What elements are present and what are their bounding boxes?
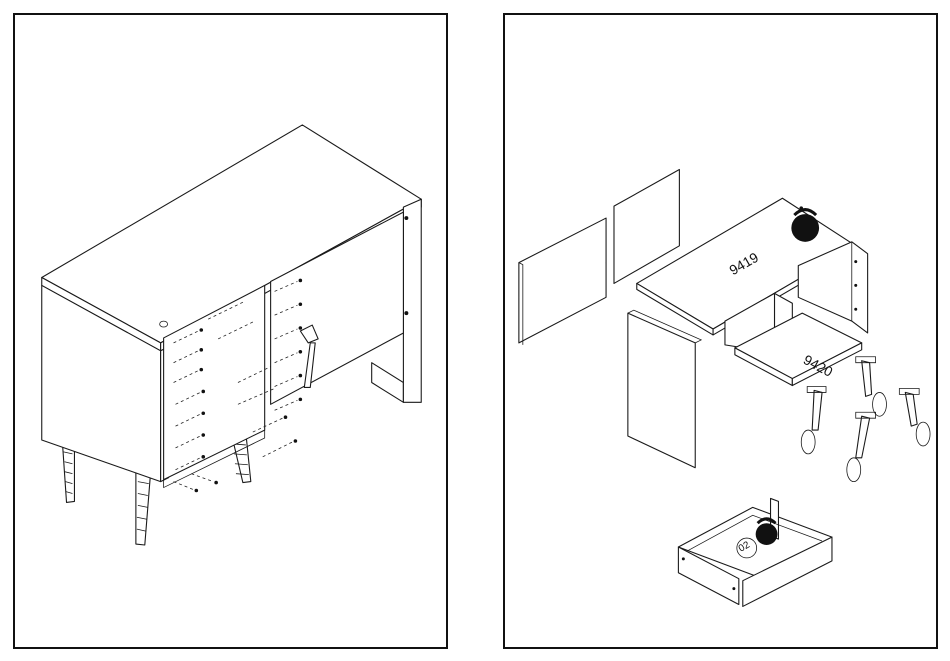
assembly-step-left-panel (13, 13, 448, 649)
back-panel-left (519, 218, 606, 345)
drawer: 02 (678, 498, 832, 606)
weight-icon (791, 210, 819, 242)
assembly-step-right-panel: 9419 9420 (503, 13, 938, 649)
cabinet-assembly-illustration (15, 15, 446, 647)
exploded-parts-illustration: 9419 9420 (505, 15, 936, 647)
side-panel-left (628, 310, 701, 468)
